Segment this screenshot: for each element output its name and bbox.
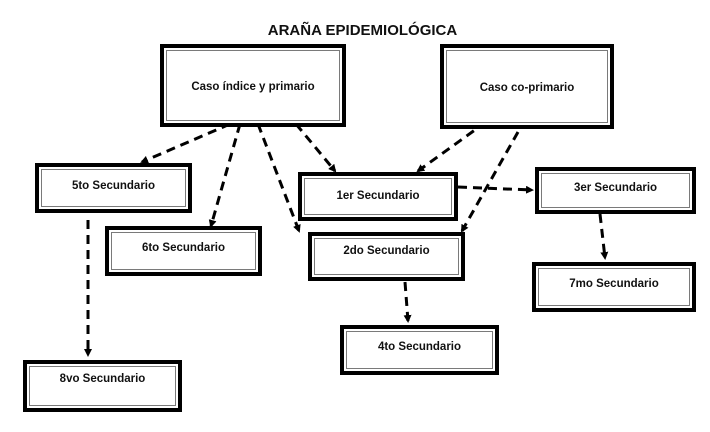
node-label: Caso co-primario	[479, 82, 575, 94]
node-3er-secundario: 3er Secundario	[535, 167, 696, 214]
node-label: 5to Secundario	[71, 180, 156, 192]
arrow-index-to-5to	[140, 122, 231, 164]
arrow-1er-to-3er	[457, 185, 534, 194]
arrow-coprimary-to-2do	[460, 131, 520, 233]
node-4to-secundario: 4to Secundario	[340, 325, 499, 375]
node-5to-secundario: 5to Secundario	[35, 163, 192, 213]
node-label: 7mo Secundario	[569, 278, 659, 290]
node-1er-secundario: 1er Secundario	[298, 172, 458, 221]
node-2do-secundario: 2do Secundario	[308, 232, 465, 281]
arrow-index-to-2do	[256, 123, 301, 233]
node-label: 8vo Secundario	[59, 373, 146, 385]
node-label: Caso índice y primario	[191, 81, 315, 93]
node-coprimary-case: Caso co-primario	[440, 44, 614, 129]
arrow-coprimary-to-1er	[416, 120, 487, 173]
arrow-index-to-6to	[208, 123, 242, 228]
diagram-title: ARAÑA EPIDEMIOLÓGICA	[267, 22, 458, 39]
node-index-case: Caso índice y primario	[160, 44, 346, 127]
node-6to-secundario: 6to Secundario	[105, 226, 262, 276]
arrow-3er-to-7mo	[598, 213, 609, 260]
node-8vo-secundario: 8vo Secundario	[23, 360, 182, 412]
arrow-index-to-1er	[294, 123, 337, 173]
node-label: 3er Secundario	[573, 182, 658, 194]
arrow-2do-to-4to	[403, 281, 412, 323]
node-7mo-secundario: 7mo Secundario	[532, 262, 696, 312]
node-label: 1er Secundario	[336, 190, 420, 202]
node-label: 6to Secundario	[141, 242, 226, 254]
node-label: 4to Secundario	[377, 341, 462, 353]
node-label: 2do Secundario	[343, 245, 430, 257]
